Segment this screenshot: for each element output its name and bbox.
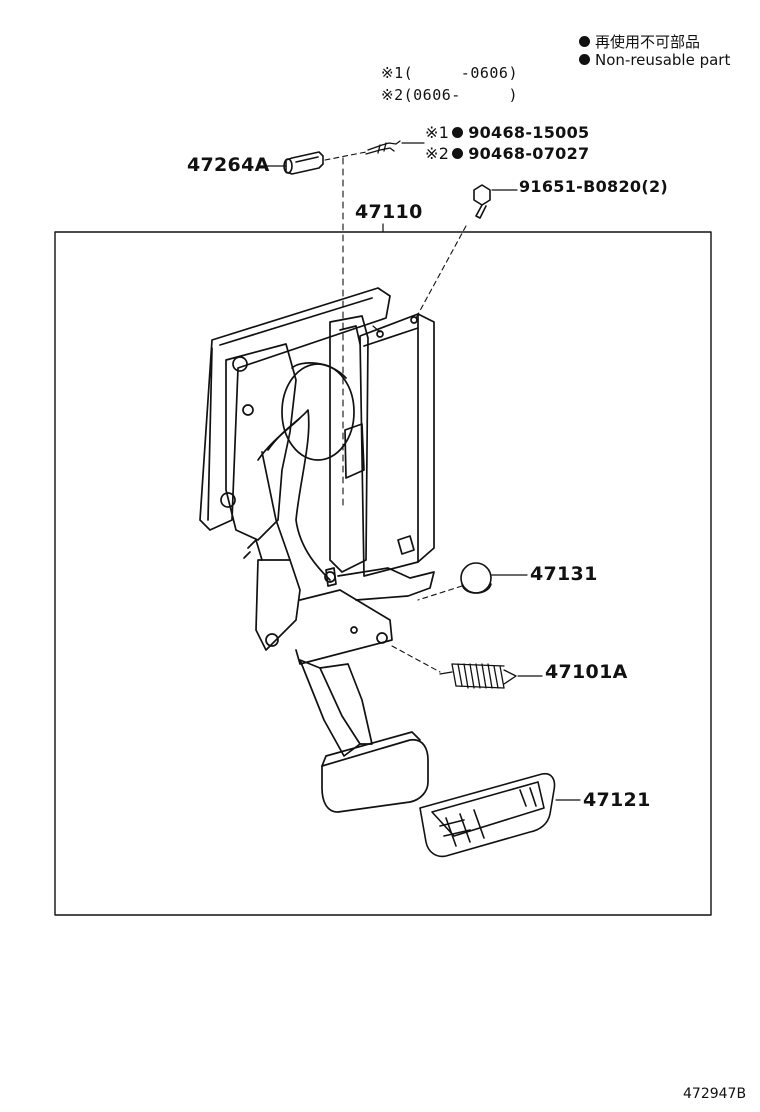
leader-bracket-bolt: [372, 325, 381, 333]
part-label-47110[interactable]: 47110: [355, 201, 423, 223]
dashed-leader-47131: [417, 585, 463, 601]
date-note-1: ※1( -0606): [381, 64, 518, 82]
pedal-pad-cover-47121: [419, 772, 581, 858]
part-label-47101A[interactable]: 47101A: [545, 661, 628, 683]
bolt-91651: [473, 184, 518, 219]
part-label-91651-B0820[interactable]: 91651-B0820(2): [519, 177, 668, 196]
legend-non-reusable-en: Non-reusable part: [579, 51, 730, 69]
non-reusable-dot-icon: [579, 54, 590, 65]
return-spring-47101A: [439, 663, 543, 689]
non-reusable-dot-icon: [452, 148, 464, 159]
cotter-pin: [365, 140, 425, 155]
dashed-leader-bolt: [415, 225, 467, 319]
non-reusable-dot-icon: [452, 127, 464, 138]
date-note-2: ※2(0606- ): [381, 86, 518, 104]
non-reusable-dot-icon: [579, 36, 590, 47]
dashed-leader-47101A: [391, 645, 441, 673]
part-label-47131[interactable]: 47131: [530, 563, 598, 585]
legend-non-reusable-jp: 再使用不可部品: [579, 31, 700, 52]
part-label-47121[interactable]: 47121: [583, 789, 651, 811]
dashed-leader-pin: [324, 151, 367, 161]
part-label-47264A[interactable]: 47264A: [187, 154, 270, 176]
stopper-cushion-47131: [460, 562, 528, 594]
clevis-pin-47264A: [258, 151, 324, 175]
illustration-reference-number: 472947B: [683, 1086, 747, 1102]
pedal-bracket: [199, 287, 435, 813]
